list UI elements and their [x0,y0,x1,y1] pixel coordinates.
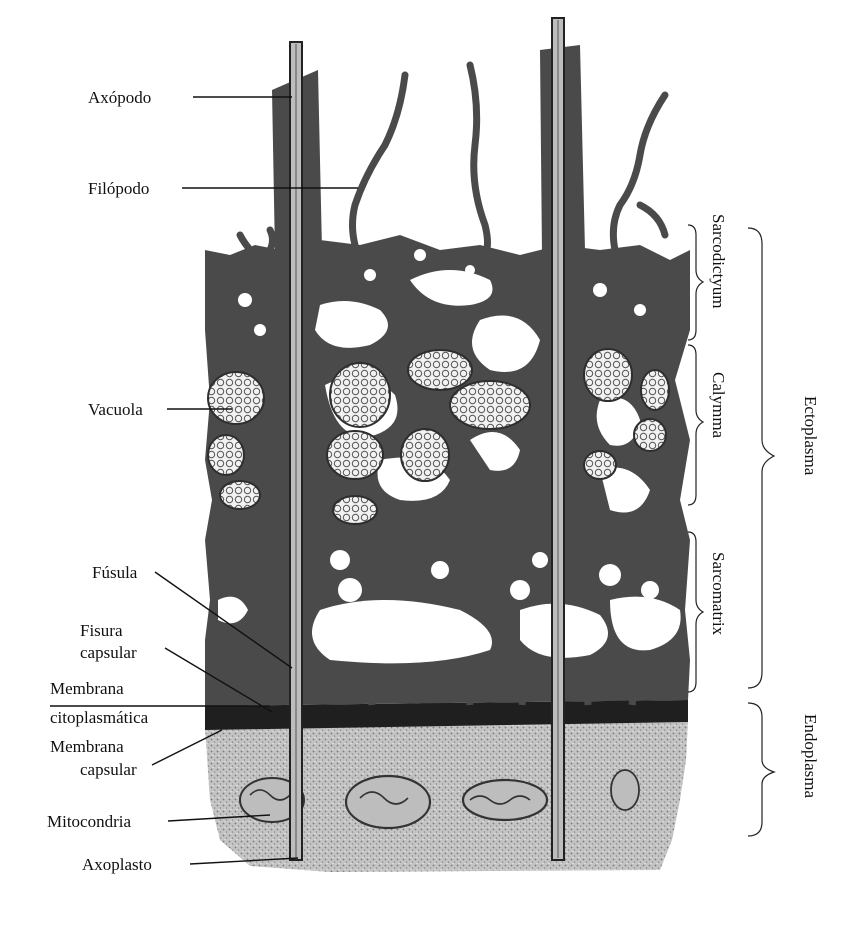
label-endoplasma: Endoplasma [801,714,820,798]
mitochondrion [463,780,547,820]
label-fisura-line2: capsular [80,643,137,662]
endoplasm-region [205,722,688,872]
label-sarcomatrix: Sarcomatrix [709,552,728,636]
sarcodictyum-brace [688,225,703,340]
axopodium-sheath [272,45,585,255]
label-mitocondria: Mitocondria [47,812,131,831]
label-calymma: Calymma [709,372,728,439]
region-labels: Sarcodictyum Calymma Sarcomatrix Ectopla… [709,214,820,798]
label-membrana-cito-line1: Membrana [50,679,124,698]
calymma-brace [688,345,703,505]
label-fusula: Fúsula [92,563,138,582]
mitochondrion [611,770,639,810]
label-sarcodictyum: Sarcodictyum [709,214,728,308]
label-ectoplasma: Ectoplasma [801,396,820,476]
label-axopodo: Axópodo [88,88,151,107]
label-vacuola: Vacuola [88,400,143,419]
label-membrana-caps-line2: capsular [80,760,137,779]
labels: Axópodo Filópodo Vacuola Fúsula Fisura c… [47,88,152,874]
ectoplasma-brace [748,228,774,688]
sarcomatrix-brace [688,532,703,692]
endoplasma-brace [748,703,774,836]
label-fisura-line1: Fisura [80,621,123,640]
label-filopodo: Filópodo [88,179,149,198]
label-membrana-cito-line2: citoplasmática [50,708,149,727]
region-braces [688,225,774,836]
label-membrana-caps-line1: Membrana [50,737,124,756]
label-axoplasto: Axoplasto [82,855,152,874]
